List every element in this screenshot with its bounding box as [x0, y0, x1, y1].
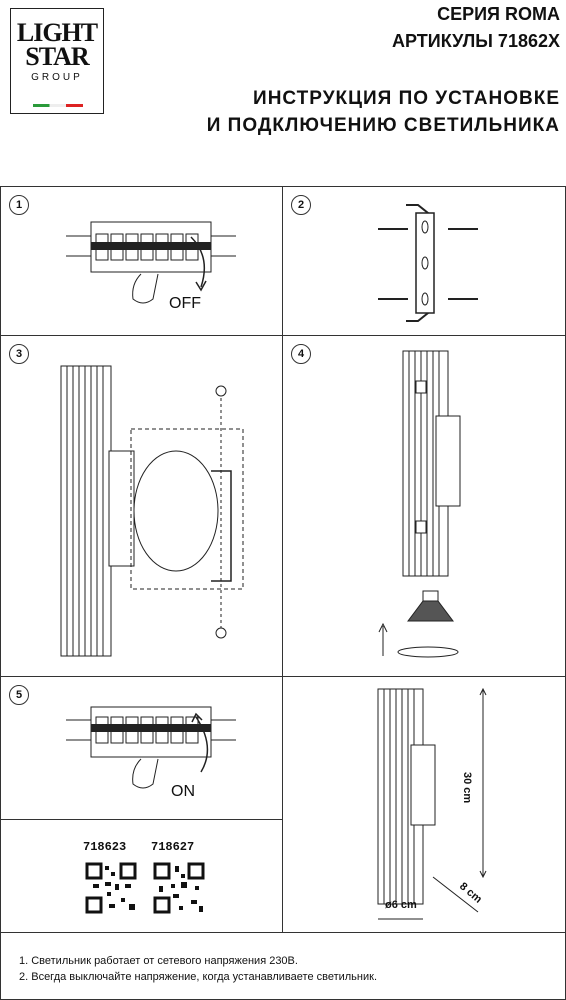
series-title: СЕРИЯ ROMA — [437, 4, 560, 24]
diameter-dimension: ø6 cm — [385, 899, 417, 911]
step-3-panel: 3 — [0, 335, 283, 677]
step-1-panel: 1 OFF — [0, 186, 283, 336]
qr-code-718623 — [85, 862, 137, 914]
step-4-number: 4 — [291, 344, 311, 364]
on-label: ON — [171, 783, 195, 800]
step-2-number: 2 — [291, 195, 311, 215]
step-1-number: 1 — [9, 195, 29, 215]
notes-panel: 1. Светильник работает от сетевого напря… — [0, 932, 566, 1000]
qr-panel: 718623 718627 — [0, 819, 283, 933]
note-1: 1. Светильник работает от сетевого напря… — [19, 955, 298, 967]
step-2-panel: 2 — [282, 186, 566, 336]
logo-line1: LIGHT — [16, 18, 98, 47]
step-5-number: 5 — [9, 685, 29, 705]
breaker-on-illustration — [66, 706, 236, 789]
lamp-mounting-illustration — [60, 365, 244, 657]
article-code-1: 718623 — [83, 840, 127, 854]
dimensions-illustration — [377, 687, 487, 920]
dimensions-panel: 30 cm 8 cm ø6 cm — [282, 676, 566, 933]
bulb-install-illustration — [378, 350, 461, 658]
mounting-bracket-illustration — [378, 204, 478, 322]
step-4-panel: 4 — [282, 335, 566, 677]
height-dimension: 30 cm — [461, 772, 473, 804]
logo-line3: GROUP — [31, 72, 83, 83]
qr-code-718627 — [153, 862, 205, 914]
articles-title: АРТИКУЛЫ 71862X — [392, 31, 560, 51]
off-label: OFF — [169, 295, 201, 312]
instruction-title-line1: ИНСТРУКЦИЯ ПО УСТАНОВКЕ — [253, 88, 560, 109]
step-5-panel: 5 ON — [0, 676, 283, 820]
step-3-number: 3 — [9, 344, 29, 364]
logo-line2: STAR — [25, 42, 89, 71]
article-code-2: 718627 — [151, 840, 195, 854]
breaker-off-illustration — [66, 221, 236, 304]
italian-flag-stripe — [33, 104, 83, 107]
note-2: 2. Всегда выключайте напряжение, когда у… — [19, 971, 378, 983]
instruction-title-line2: И ПОДКЛЮЧЕНИЮ СВЕТИЛЬНИКА — [206, 115, 560, 136]
lightstar-logo: LIGHT STAR GROUP — [10, 8, 104, 114]
